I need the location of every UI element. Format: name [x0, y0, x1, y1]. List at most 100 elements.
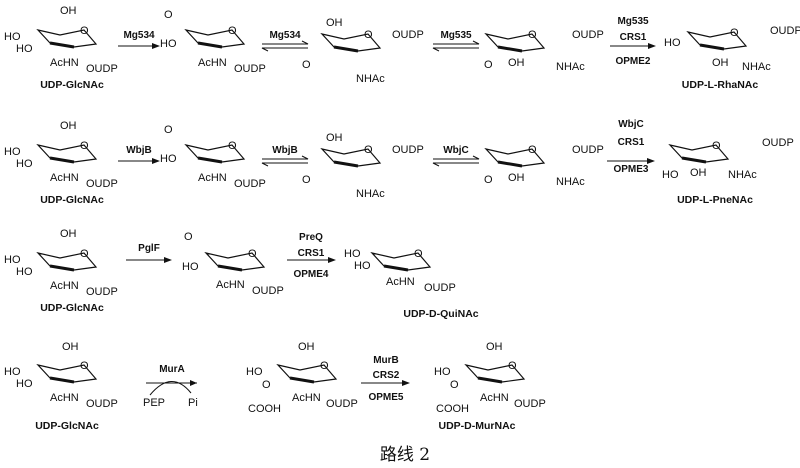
- substituent-label: AcHN: [386, 276, 415, 288]
- substituent-label: OH: [326, 132, 343, 144]
- substituent-label: O: [484, 59, 493, 71]
- substituent-label: OH: [62, 341, 79, 353]
- substituent-label: O: [528, 144, 537, 156]
- enzyme-label: Mg534: [269, 30, 301, 41]
- substituent-label: O: [80, 360, 89, 372]
- ring-wedge-bond: [197, 156, 223, 164]
- substituent-label: HO: [160, 38, 177, 50]
- equilibrium-arrow: Mg535: [432, 30, 480, 52]
- substituent-label: O: [164, 124, 173, 136]
- coproduct-label: Pi: [188, 397, 198, 409]
- enzyme-label: OPME3: [613, 164, 648, 175]
- substituent-label: O: [414, 248, 423, 260]
- compound-structure: OUDP O OH NHAc O: [484, 29, 604, 73]
- substituent-label: HO: [246, 366, 263, 378]
- substituent-label: OUDP: [86, 178, 118, 190]
- substituent-label: O: [364, 144, 373, 156]
- enzyme-label: MurA: [159, 364, 185, 375]
- substituent-label: OH: [712, 57, 729, 69]
- substituent-label: OH: [486, 341, 503, 353]
- enzyme-label: CRS1: [298, 248, 325, 259]
- reaction-arrow: Mg534: [118, 30, 160, 49]
- ring-wedge-bond: [681, 156, 707, 164]
- enzyme-label: CRS1: [618, 137, 645, 148]
- substituent-label: HO: [662, 169, 679, 181]
- enzyme-label: WbjC: [618, 119, 644, 130]
- substituent-label: OUDP: [326, 398, 358, 410]
- substituent-label: OUDP: [572, 29, 604, 41]
- substituent-label: OUDP: [234, 63, 266, 75]
- enzyme-label: WbjB: [272, 145, 298, 156]
- substituent-label: O: [528, 29, 537, 41]
- substituent-label: AcHN: [198, 172, 227, 184]
- ring-wedge-bond: [383, 264, 409, 272]
- substituent-label: OUDP: [572, 144, 604, 156]
- substituent-label: O: [80, 248, 89, 260]
- substituent-label: AcHN: [198, 57, 227, 69]
- substituent-label: AcHN: [50, 57, 79, 69]
- substituent-label: NHAc: [556, 61, 585, 73]
- substituent-label: AcHN: [480, 392, 509, 404]
- substituent-label: O: [302, 59, 311, 71]
- substituent-label: NHAc: [728, 169, 757, 181]
- substituent-label: O: [364, 29, 373, 41]
- ring-wedge-bond: [49, 264, 75, 272]
- substituent-label: NHAc: [742, 61, 771, 73]
- ring-wedge-bond: [497, 160, 523, 168]
- scheme-caption: 路线 2: [380, 445, 430, 465]
- substituent-label: OUDP: [86, 398, 118, 410]
- reaction-arrow: WbjB: [118, 145, 160, 164]
- substituent-label: AcHN: [50, 172, 79, 184]
- compound-name: UDP-L-RhaNAc: [682, 79, 759, 91]
- substituent-label: O: [450, 379, 459, 391]
- substituent-label: OH: [60, 5, 77, 17]
- substituent-label: OH: [508, 57, 525, 69]
- substituent-label: OUDP: [762, 137, 794, 149]
- enzyme-label: PglF: [138, 243, 160, 254]
- compound-name: UDP-GlcNAc: [40, 194, 104, 206]
- ring-wedge-bond: [49, 156, 75, 164]
- enzyme-label: OPME2: [615, 56, 650, 67]
- substituent-label: O: [484, 174, 493, 186]
- enzyme-label: CRS1: [620, 32, 647, 43]
- substituent-label: OUDP: [86, 63, 118, 75]
- substituent-label: HO: [16, 43, 33, 55]
- equilibrium-arrow: Mg534: [261, 30, 309, 52]
- substituent-label: HO: [160, 153, 177, 165]
- substituent-label: HO: [182, 261, 199, 273]
- compound-name: UDP-GlcNAc: [35, 420, 99, 432]
- substituent-label: HO: [4, 366, 21, 378]
- equilibrium-arrow: WbjB: [261, 145, 309, 167]
- compound-name: UDP-D-QuiNAc: [403, 308, 478, 320]
- substituent-label: OUDP: [86, 286, 118, 298]
- substituent-label: OH: [690, 167, 707, 179]
- substituent-label: OUDP: [234, 178, 266, 190]
- compound-name: UDP-GlcNAc: [40, 79, 104, 91]
- substituent-label: OH: [60, 120, 77, 132]
- ring-wedge-bond: [49, 41, 75, 49]
- substituent-label: OH: [298, 341, 315, 353]
- substituent-label: HO: [16, 266, 33, 278]
- substituent-label: O: [248, 248, 257, 260]
- enzyme-label: Mg535: [617, 16, 649, 27]
- substituent-label: OUDP: [424, 282, 456, 294]
- enzyme-label: OPME5: [368, 392, 403, 403]
- substituent-label: O: [262, 379, 271, 391]
- substituent-label: AcHN: [50, 280, 79, 292]
- compound-name: UDP-D-MurNAc: [439, 420, 516, 432]
- substituent-label: COOH: [436, 403, 469, 415]
- substituent-label: AcHN: [50, 392, 79, 404]
